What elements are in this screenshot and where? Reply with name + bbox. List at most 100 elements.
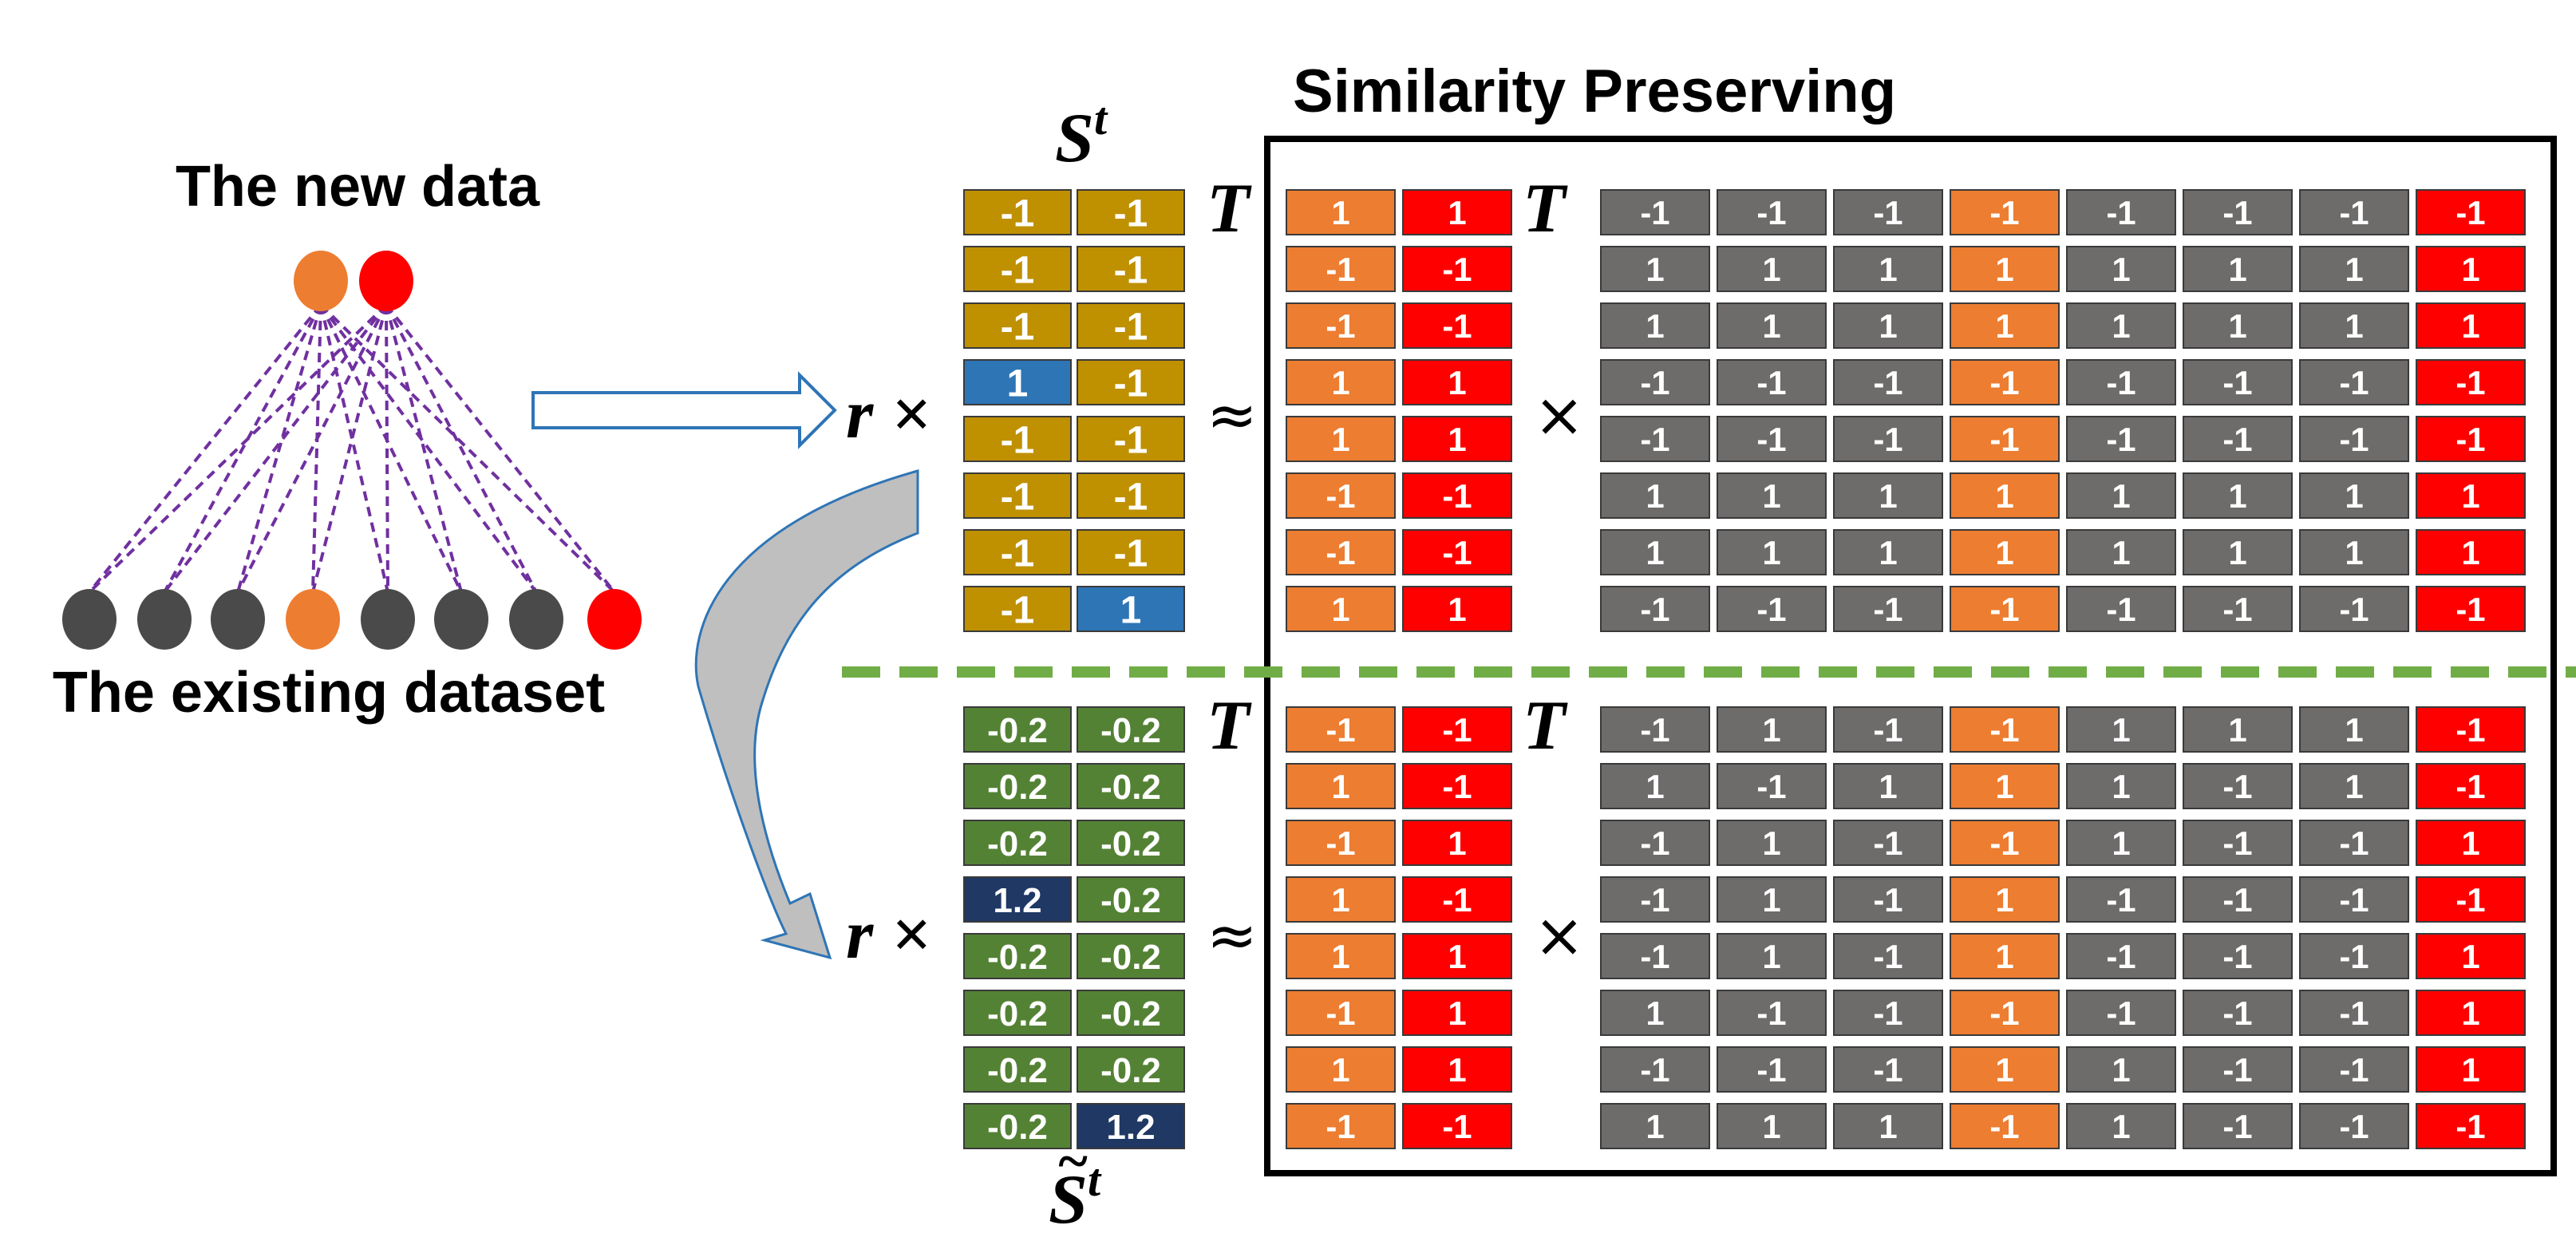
existing-data-node <box>286 589 340 650</box>
matrix-cell <box>1950 302 2060 349</box>
matrix-cell <box>1402 1103 1512 1149</box>
matrix-cell <box>1717 820 1827 866</box>
matrix-cell-value: 1 <box>2345 534 2363 571</box>
graph-edge <box>319 303 616 594</box>
matrix-cell-value: -0.2 <box>987 938 1048 977</box>
matrix-cell-value: -0.2 <box>1100 881 1161 920</box>
graph-edge <box>319 303 538 594</box>
matrix-cell <box>963 933 1072 979</box>
matrix-cell-value: -0.2 <box>987 994 1048 1034</box>
matrix-cell-value: 1 <box>1879 1108 1897 1145</box>
matrix-cell-value: 1 <box>2112 534 2130 571</box>
matrix-cell <box>963 529 1072 575</box>
matrix-cell <box>1950 1103 2060 1149</box>
matrix-cell-value: 1 <box>2345 307 2363 345</box>
matrix-cell <box>2299 1103 2409 1149</box>
matrix-cell <box>1833 990 1943 1036</box>
new-data-label: The new data <box>176 155 540 219</box>
matrix-cell <box>2416 706 2526 753</box>
matrix-cell-value: 1 <box>1331 881 1349 919</box>
matrix-cell <box>963 990 1072 1036</box>
matrix-cell <box>1600 876 1710 923</box>
matrix-cell-value: -1 <box>1001 589 1035 631</box>
matrix-cell-value: -1 <box>1640 364 1669 401</box>
matrix-cell <box>1286 189 1396 235</box>
matrix-cell <box>2183 706 2293 753</box>
matrix-cell-value: 1 <box>1331 1051 1349 1089</box>
matrix-cell <box>1833 416 1943 462</box>
matrix-cell-value: 1 <box>2228 477 2246 515</box>
matrix-cell <box>2066 1046 2176 1093</box>
matrix-cell <box>2416 302 2526 349</box>
matrix-cell <box>2299 876 2409 923</box>
matrix-cell-value: 1 <box>1331 194 1349 231</box>
matrix-cell <box>1950 763 2060 809</box>
matrix-cell <box>1286 416 1396 462</box>
matrix-cell <box>963 189 1072 235</box>
similarity-preserving-frame <box>1264 136 2557 1176</box>
matrix-cell <box>2416 820 2526 866</box>
matrix-cell-value: 1 <box>2461 938 2479 975</box>
matrix-cell-value: -1 <box>1442 477 1472 515</box>
matrix-cell-value: -0.2 <box>987 711 1048 750</box>
matrix-cell-value: -1 <box>1442 307 1472 345</box>
matrix-cell-value: -1 <box>2339 1108 2369 1145</box>
matrix-cell <box>2066 876 2176 923</box>
r-times-bottom: r × <box>846 896 930 974</box>
flow-arrow-right <box>531 371 837 449</box>
matrix-cell-value: 1 <box>2345 477 2363 515</box>
matrix-cell-value: 1 <box>1448 824 1466 862</box>
matrix-cell-value: 1 <box>2345 711 2363 749</box>
matrix-cell-value: -1 <box>1873 881 1902 919</box>
matrix-cell-value: 1 <box>2461 534 2479 571</box>
matrix-cell <box>1286 246 1396 292</box>
matrix-cell-value: 1 <box>1331 591 1349 628</box>
matrix-cell <box>2416 586 2526 632</box>
matrix-cell-value: -1 <box>1442 768 1472 805</box>
matrix-cell-value: 1 <box>1331 768 1349 805</box>
matrix-cell <box>1717 359 1827 405</box>
matrix-s-bottom: -0.2-0.2-0.2-0.2-0.2-0.21.2-0.2-0.2-0.2-… <box>963 706 1185 1149</box>
matrix-cell-value: -1 <box>1989 711 2019 749</box>
new-data-node <box>294 251 348 311</box>
matrix-cell-value: 1 <box>1646 307 1664 345</box>
matrix-cell <box>1286 472 1396 519</box>
matrix-cell <box>2183 763 2293 809</box>
matrix-cell <box>2183 416 2293 462</box>
matrix-cell <box>1950 1046 2060 1093</box>
matrix-cell-value: -1 <box>2339 824 2369 862</box>
matrix-cell-value: -1 <box>2222 824 2252 862</box>
matrix-cell <box>1833 529 1943 575</box>
matrix-cell <box>1077 706 1185 753</box>
matrix-cell-value: 1 <box>1007 362 1029 405</box>
matrix-cell-value: -1 <box>2106 364 2135 401</box>
matrix-cell-value: -1 <box>1640 1051 1669 1089</box>
matrix-cell <box>1286 706 1396 753</box>
matrix-cell-value: 1 <box>2461 251 2479 288</box>
matrix-cell <box>963 586 1072 632</box>
matrix-cell <box>1950 990 2060 1036</box>
matrix-cell-value: -1 <box>1756 194 1786 231</box>
graph-edge <box>385 304 463 593</box>
matrix-cell-value: -1 <box>1001 306 1035 348</box>
matrix-cell-value: 1 <box>1762 477 1780 515</box>
matrix-cell-value: -1 <box>2455 591 2485 628</box>
times-bottom: × <box>1534 899 1585 970</box>
matrix-cell-value: -1 <box>1442 881 1472 919</box>
matrix-cell-value: 1 <box>1762 251 1780 288</box>
matrix-cell-value: -1 <box>2455 364 2485 401</box>
matrix-cell <box>1950 876 2060 923</box>
matrix-cell <box>963 472 1072 519</box>
matrix-cell-value: -1 <box>2339 938 2369 975</box>
graph-edge <box>236 304 388 593</box>
matrix-cell <box>2299 706 2409 753</box>
matrix-cell <box>963 876 1072 923</box>
matrix-cell <box>1402 586 1512 632</box>
matrix-cell-value: -1 <box>2339 1051 2369 1089</box>
matrix-cell <box>2416 990 2526 1036</box>
matrix-cell <box>1077 820 1185 866</box>
matrix-cell-value: 1 <box>1448 1051 1466 1089</box>
matrix-cell <box>1833 1103 1943 1149</box>
matrix-cell-value: -1 <box>2222 364 2252 401</box>
